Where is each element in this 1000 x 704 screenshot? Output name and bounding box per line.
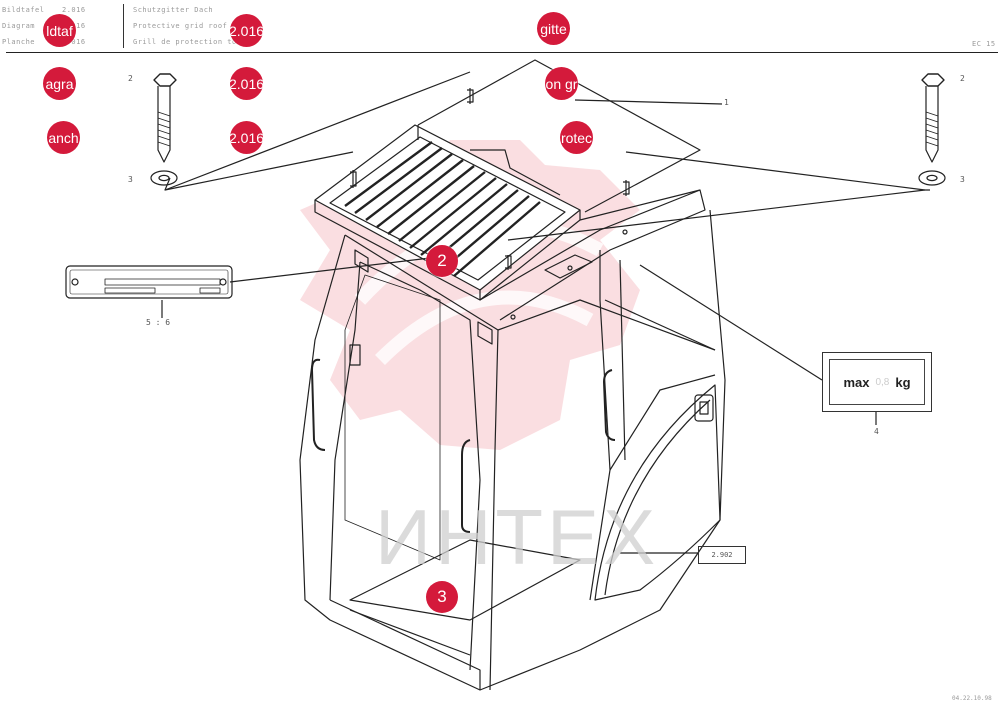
marker-col2-row2[interactable]: 2.016 [230, 67, 263, 100]
marker-col3-row1[interactable]: gitte [537, 12, 570, 45]
marker-three[interactable]: 3 [426, 581, 458, 613]
max-value-text: 0,8 [875, 376, 890, 388]
part-reference-box: 2.902 [698, 546, 746, 564]
header-rule [6, 52, 998, 54]
marker-col2-row3[interactable]: 2.016 [230, 121, 263, 154]
header-title-de: Schutzgitter Dach [133, 6, 214, 14]
part-number-3-right: 3 [960, 175, 965, 184]
part-number-2-left: 2 [128, 74, 133, 83]
header-label-planche: Planche [2, 38, 36, 46]
header-label-diagram: Diagram [2, 22, 36, 30]
part-number-5-6: 5 : 6 [146, 318, 171, 327]
kg-text: kg [895, 374, 911, 390]
part-number-2-right: 2 [960, 74, 965, 83]
marker-col1-row2[interactable]: agra [43, 67, 76, 100]
part-number-1: 1 [724, 98, 729, 107]
marker-col1-row1[interactable]: ldtaf [43, 14, 76, 47]
marker-col3-row2[interactable]: on gr [545, 67, 578, 100]
part-number-4: 4 [874, 427, 879, 436]
header-number-1: 2.016 [62, 6, 86, 14]
marker-col2-row1[interactable]: 2.016 [230, 14, 263, 47]
header-number-3: 2.016 [62, 38, 86, 46]
footer-date: 04.22.10.98 [952, 695, 992, 702]
header-label-bildtafel: Bildtafel [2, 6, 45, 14]
marker-col3-row3[interactable]: rotec [560, 121, 593, 154]
marker-two[interactable]: 2 [426, 245, 458, 277]
part-number-3-left: 3 [128, 175, 133, 184]
max-load-label: max 0,8 kg [822, 352, 932, 412]
marker-col1-row3[interactable]: anch [47, 121, 80, 154]
header-title-en: Protective grid roof [133, 22, 228, 30]
watermark-text: ИНТЕХ [375, 493, 660, 581]
header-title-fr: Grill de protection toit [133, 38, 247, 46]
header-right-code: EC 15 [972, 40, 996, 48]
max-text: max [843, 374, 870, 390]
header-separator [123, 4, 125, 48]
